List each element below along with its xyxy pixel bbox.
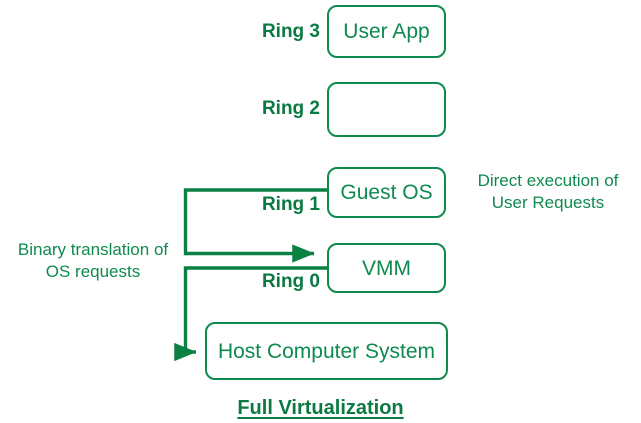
box-vmm[interactable]: VMM [327,243,446,293]
binary-translation-note-line1: Binary translation of [17,240,169,259]
box-ring2-empty[interactable] [327,82,446,137]
direct-execution-note-line1: Direct execution of [477,171,619,190]
box-guest-os[interactable]: Guest OS [327,167,446,218]
box-host-computer-system[interactable]: Host Computer System [205,322,448,380]
box-vmm-label: VMM [362,256,411,280]
box-user-app-label: User App [343,20,430,43]
ring-label-1: Ring 1 [261,194,320,215]
ring-label-0: Ring 0 [261,271,320,292]
direct-execution-note-line2: User Requests [491,192,605,212]
binary-translation-connector-lower [174,266,329,362]
diagram-caption: Full Virtualization [237,397,404,419]
binary-translation-connector-upper [183,188,329,263]
box-host-computer-system-label: Host Computer System [217,339,436,363]
ring-label-2: Ring 2 [261,98,320,119]
ring-label-3: Ring 3 [261,21,320,42]
binary-translation-note-line2: OS requests [45,261,141,281]
box-guest-os-label: Guest OS [340,181,433,204]
box-user-app[interactable]: User App [327,5,446,58]
direct-execution-note: Direct execution of User Requests [460,170,636,214]
binary-translation-note: Binary translation of OS requests [8,239,178,283]
